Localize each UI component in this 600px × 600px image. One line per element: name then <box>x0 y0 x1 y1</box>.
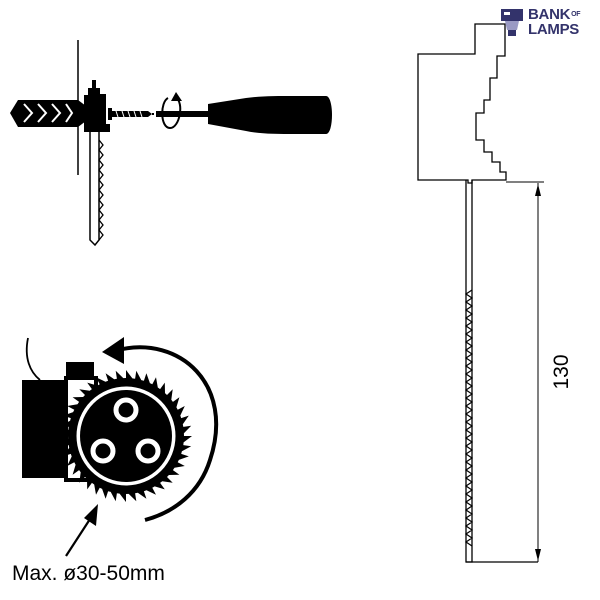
blade-teeth <box>98 139 104 241</box>
pin-socket-right <box>135 438 161 464</box>
pin-socket-top <box>113 397 139 423</box>
screw-installation-illustration <box>10 40 332 247</box>
brand-logo: BANKOF LAMPS <box>498 6 598 40</box>
diameter-caption: Max. ø30-50mm <box>12 562 165 585</box>
brand-name-line1: BANK <box>528 6 571 23</box>
lightbulb-logo-icon <box>501 9 523 36</box>
holder-housing <box>22 362 94 478</box>
profile-blade-teeth <box>464 289 474 547</box>
pin-socket-left <box>90 438 116 464</box>
rotation-arrow-small <box>161 97 182 130</box>
screw-thread <box>115 110 143 118</box>
brand-name-line2: LAMPS <box>528 21 580 38</box>
screwdriver-handle <box>208 96 332 134</box>
screwdriver-shaft <box>156 111 210 117</box>
diameter-pointer-line <box>65 515 93 557</box>
brand-name-of: OF <box>571 11 581 18</box>
screw <box>108 108 152 120</box>
dimension-value: 130 <box>550 354 573 389</box>
wall-plug-ribs <box>23 103 74 123</box>
dimension-arrow-bottom <box>535 549 541 561</box>
rotation-arrow-large-head <box>102 337 124 364</box>
diameter-pointer-head <box>84 504 98 526</box>
wall-plug <box>10 100 86 127</box>
rotation-arrow-large <box>117 345 218 522</box>
cable <box>25 337 41 381</box>
serrated-blade <box>89 132 100 247</box>
dimension-arrow-top <box>535 184 541 196</box>
mounting-clip <box>84 80 110 132</box>
profile-head <box>417 23 507 184</box>
clip-side-profile: 130 <box>417 23 573 563</box>
lampholder-fitting-illustration <box>22 337 218 557</box>
rotation-arrow-small-head <box>171 92 182 101</box>
